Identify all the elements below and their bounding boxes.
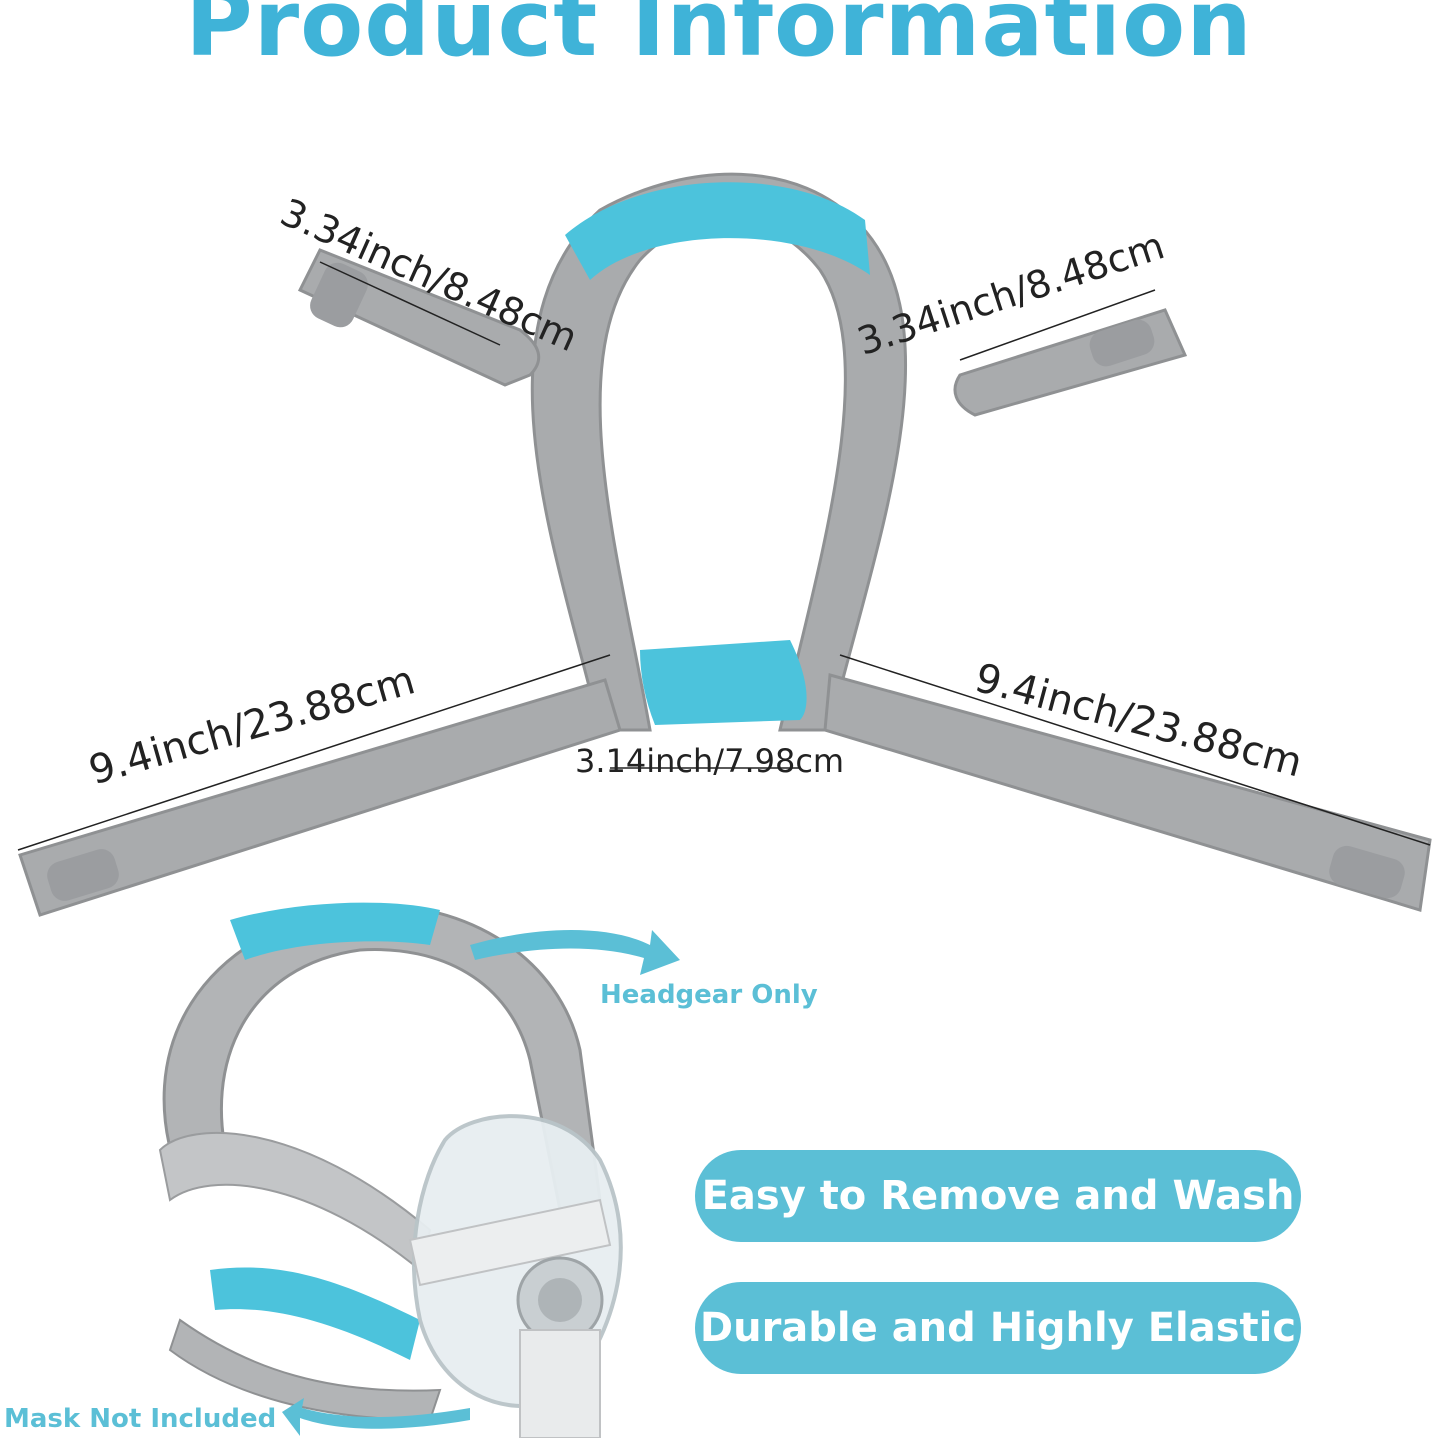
measurement-lines: [17, 261, 1431, 851]
feature-pill-easy-wash: Easy to Remove and Wash: [695, 1150, 1301, 1242]
headgear-with-mask-illustration: [158, 902, 623, 1438]
mask-arrow-icon: [282, 1398, 470, 1436]
page-title: Product Information: [185, 0, 1253, 77]
mask-not-included-note: Mask Not Included: [4, 1404, 277, 1434]
feature-pill-durable-elastic: Durable and Highly Elastic: [695, 1282, 1301, 1374]
dim-bottom-center: 3.14inch/7.98cm: [575, 742, 845, 780]
headgear-arrow-icon: [470, 930, 680, 975]
headgear-straps: [18, 172, 1432, 917]
arrows: [282, 930, 680, 1436]
headgear-only-note: Headgear Only: [600, 980, 818, 1010]
